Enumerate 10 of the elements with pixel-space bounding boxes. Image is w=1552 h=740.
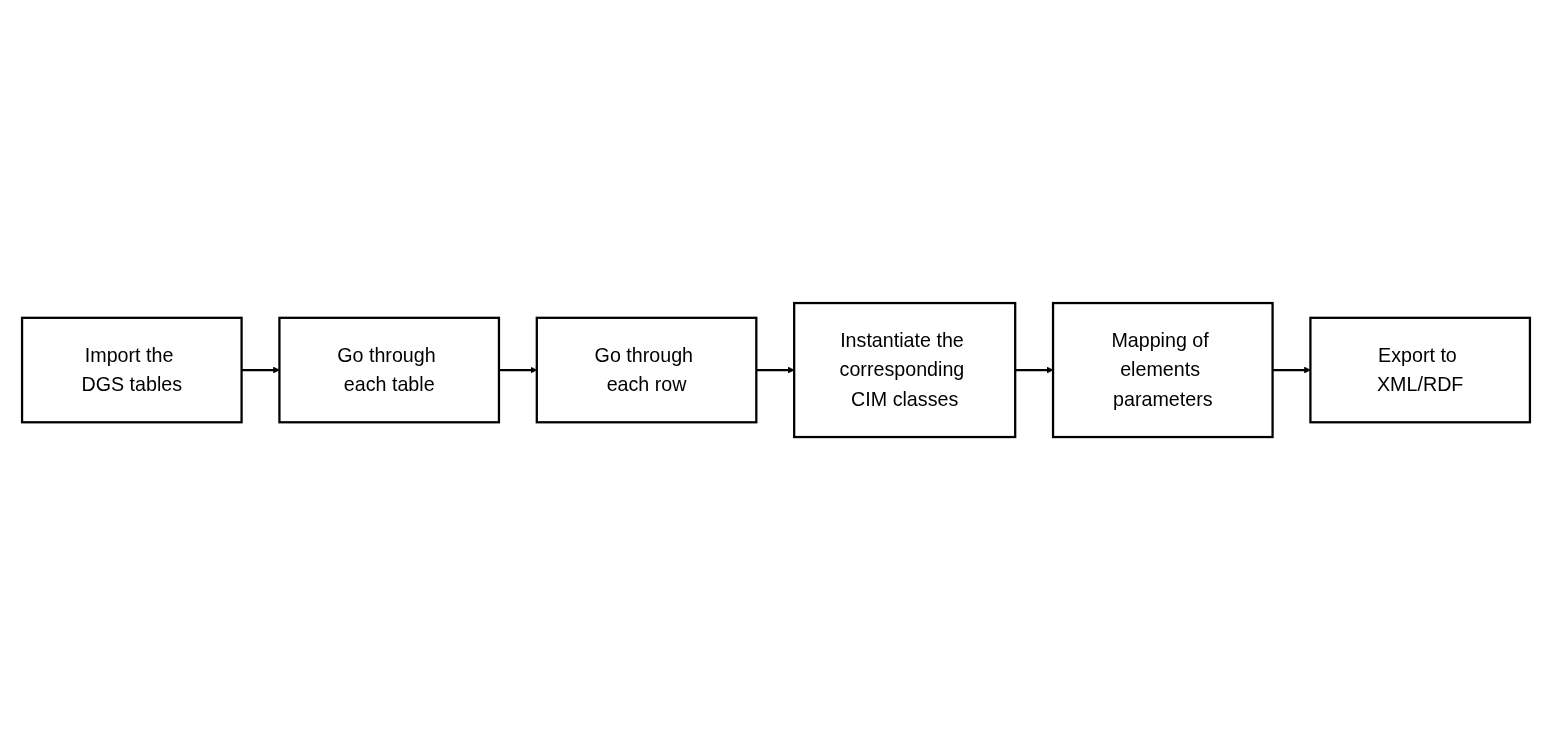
arrow bbox=[1015, 366, 1054, 374]
node-box: Import the DGS tables bbox=[20, 316, 243, 424]
node-box: Go through each row bbox=[535, 316, 758, 424]
arrow bbox=[1272, 366, 1311, 374]
node-box: Export to XML/RDF bbox=[1309, 316, 1532, 424]
arrow bbox=[241, 366, 280, 374]
arrow bbox=[756, 366, 795, 374]
node-box: Instantiate the corresponding CIM classes bbox=[793, 301, 1017, 439]
node-box: Mapping of elements parameters bbox=[1051, 301, 1274, 439]
node-box: Go through each table bbox=[278, 316, 501, 424]
